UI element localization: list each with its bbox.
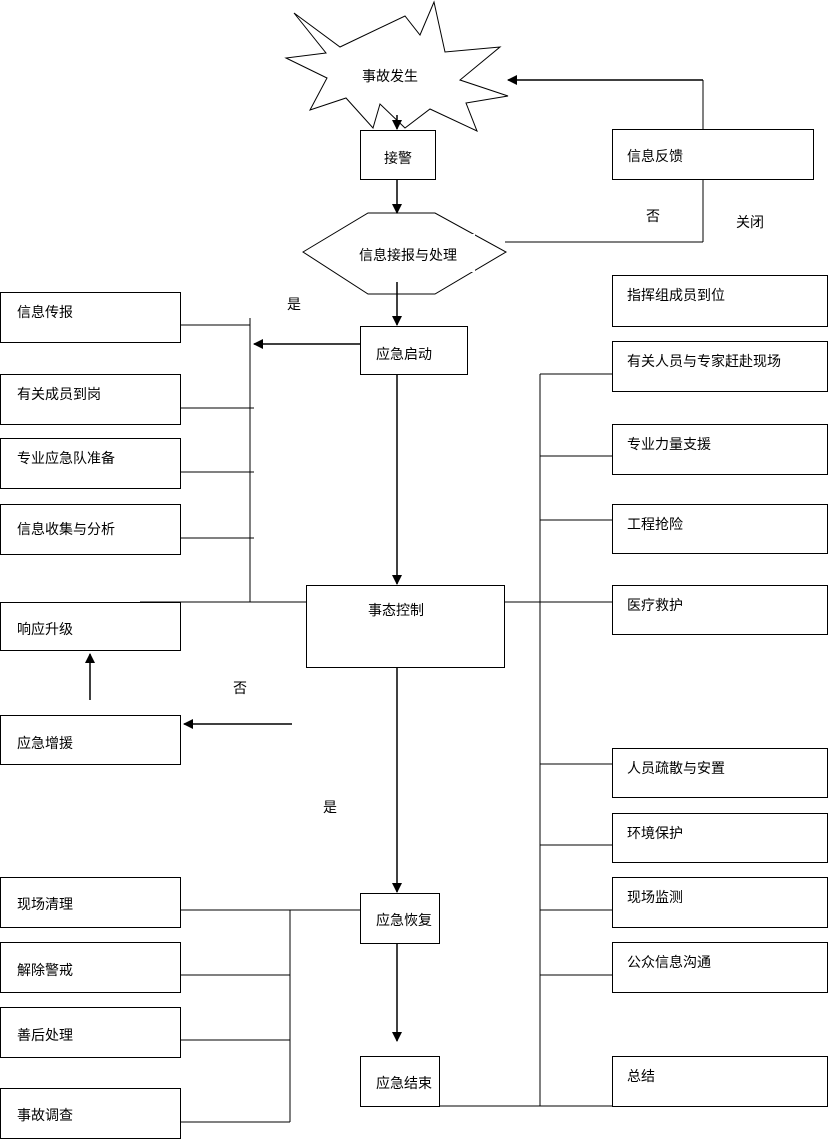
emergency-end-label: 应急结束 [376, 1076, 432, 1092]
right-label-5: 医疗救护 [627, 598, 683, 614]
aftermath-box: 善后处理 [0, 1007, 181, 1058]
lift-alert-box: 解除警戒 [0, 942, 181, 993]
right-label-10: 总结 [627, 1069, 655, 1085]
left-recovery-label-2: 解除警戒 [17, 963, 73, 979]
left-start-label-1: 信息传报 [17, 305, 73, 321]
accident-occurs-label: 事故发生 [362, 69, 418, 85]
situation-control-box: 事态控制 [306, 585, 505, 668]
environment-protection-box: 环境保护 [612, 813, 828, 863]
right-label-3: 专业力量支援 [627, 437, 711, 453]
left-recovery-label-1: 现场清理 [17, 897, 73, 913]
left-control-label-2: 应急增援 [17, 736, 73, 752]
receive-alarm-box: 接警 [360, 130, 436, 180]
feedback-no-label: 否 [646, 209, 660, 225]
engineering-rescue-box: 工程抢险 [612, 504, 828, 554]
command-team-box: 指挥组成员到位 [612, 275, 828, 327]
left-start-label-4: 信息收集与分析 [17, 522, 115, 538]
team-prepare-box: 专业应急队准备 [0, 438, 181, 489]
left-start-label-2: 有关成员到岗 [17, 387, 101, 403]
info-feedback-box: 信息反馈 [612, 129, 814, 180]
site-clean-box: 现场清理 [0, 877, 181, 928]
info-process-label: 信息接报与处理 [359, 248, 457, 264]
summary-box: 总结 [612, 1056, 828, 1107]
left-control-label-1: 响应升级 [17, 622, 73, 638]
info-feedback-label: 信息反馈 [627, 149, 683, 165]
yes-label-recover: 是 [323, 800, 337, 816]
professional-support-box: 专业力量支援 [612, 424, 828, 475]
right-label-1: 指挥组成员到位 [627, 288, 725, 304]
no-label-escalate: 否 [233, 681, 247, 697]
left-recovery-label-3: 善后处理 [17, 1028, 73, 1044]
left-start-label-3: 专业应急队准备 [17, 451, 115, 467]
right-label-7: 环境保护 [627, 826, 683, 842]
accident-starburst [284, 0, 509, 132]
emergency-start-label: 应急启动 [376, 347, 432, 363]
receive-alarm-label: 接警 [384, 151, 412, 167]
emergency-end-box: 应急结束 [360, 1056, 440, 1107]
emergency-start-box: 应急启动 [360, 326, 468, 375]
emergency-recovery-label: 应急恢复 [376, 913, 432, 929]
response-escalate-box: 响应升级 [0, 602, 181, 651]
right-label-2: 有关人员与专家赶赴现场 [627, 354, 781, 370]
left-recovery-label-4: 事故调查 [17, 1108, 73, 1124]
accident-investigation-box: 事故调查 [0, 1088, 181, 1139]
medical-rescue-box: 医疗救护 [612, 585, 828, 635]
situation-control-label: 事态控制 [368, 603, 424, 619]
info-report-box: 信息传报 [0, 292, 181, 343]
right-label-8: 现场监测 [627, 890, 683, 906]
emergency-recovery-box: 应急恢复 [360, 893, 440, 944]
right-label-4: 工程抢险 [627, 517, 683, 533]
info-collect-box: 信息收集与分析 [0, 504, 181, 555]
site-monitoring-box: 现场监测 [612, 877, 828, 928]
public-communication-box: 公众信息沟通 [612, 942, 828, 993]
right-label-9: 公众信息沟通 [627, 955, 711, 971]
members-on-duty-box: 有关成员到岗 [0, 374, 181, 425]
evacuation-box: 人员疏散与安置 [612, 748, 828, 798]
close-label: 关闭 [736, 215, 764, 231]
right-label-6: 人员疏散与安置 [627, 761, 725, 777]
experts-to-site-box: 有关人员与专家赶赴现场 [612, 341, 828, 392]
reinforce-box: 应急增援 [0, 715, 181, 765]
yes-label-start: 是 [287, 297, 301, 313]
